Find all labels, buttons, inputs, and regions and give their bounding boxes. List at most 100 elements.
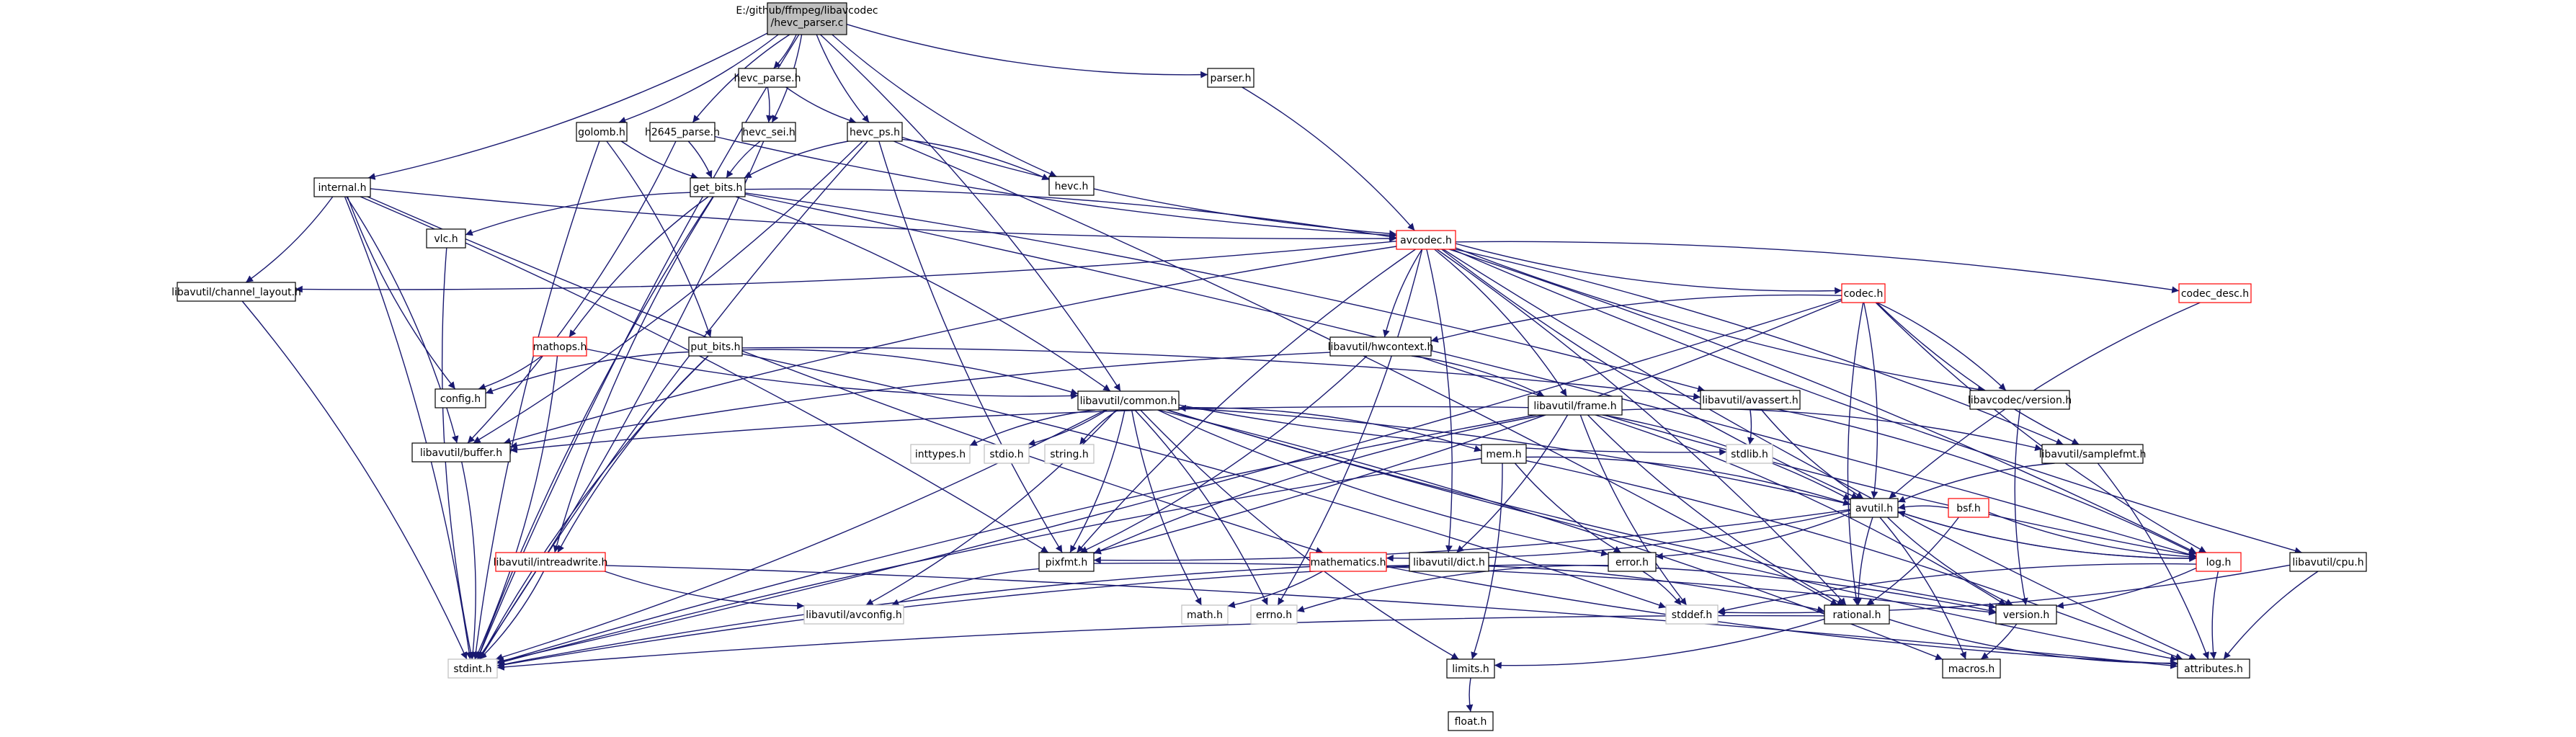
node-box-buffer[interactable]	[411, 442, 511, 463]
edge-pixfmt-to-avconfig	[891, 568, 1040, 606]
node-hevc[interactable]: hevc.h	[1048, 176, 1095, 196]
node-box-float[interactable]	[1448, 711, 1494, 731]
node-common[interactable]: libavutil/common.h	[1077, 390, 1180, 411]
edge-golomb-to-get_bits	[620, 140, 698, 179]
edge-bprint-to-rational	[1866, 517, 1959, 606]
node-codec[interactable]: codec.h	[1841, 283, 1886, 303]
node-mem[interactable]: mem.h	[1481, 444, 1527, 464]
node-box-channel-layout[interactable]	[177, 282, 296, 302]
node-box-hevc[interactable]	[1048, 176, 1095, 196]
node-mathops[interactable]: mathops.h	[532, 336, 587, 357]
node-hwcontext[interactable]: libavutil/hwcontext.h	[1328, 336, 1434, 357]
node-label-macros: macros.h	[1948, 664, 1995, 675]
node-hevc-ps[interactable]: hevc_ps.h	[847, 122, 903, 142]
node-box-intreadwrite[interactable]	[495, 552, 606, 572]
node-box-get-bits[interactable]	[690, 177, 746, 197]
node-box-avcodec[interactable]	[1396, 230, 1456, 250]
node-box-mem[interactable]	[1481, 444, 1527, 464]
edge-parser-to-avcodec	[1242, 86, 1415, 231]
node-cpu[interactable]: libavutil/cpu.h	[2289, 552, 2367, 572]
node-box-bprint[interactable]	[1948, 498, 1989, 518]
node-box-internal[interactable]	[313, 177, 371, 197]
node-box-attributes[interactable]	[2177, 658, 2250, 679]
node-avassert[interactable]: libavutil/avassert.h	[1700, 390, 1801, 410]
node-mathematics[interactable]: mathematics.h	[1309, 552, 1387, 572]
node-bprint[interactable]: bsf.h	[1948, 498, 1989, 518]
node-box-lavc-version[interactable]	[1969, 390, 2070, 410]
node-box-parser[interactable]	[1207, 68, 1254, 88]
node-box-mathematics[interactable]	[1309, 552, 1387, 572]
node-box-macros[interactable]	[1942, 658, 2001, 679]
node-h2645-parse[interactable]: h2645_parse.h	[645, 122, 720, 142]
node-error[interactable]: error.h	[1608, 552, 1657, 572]
edge-hevc_sei-to-get_bits	[726, 140, 761, 179]
node-box-dict[interactable]	[1409, 552, 1489, 572]
node-float[interactable]: float.h	[1448, 711, 1494, 731]
node-parser[interactable]: parser.h	[1207, 68, 1254, 88]
node-label-error: error.h	[1615, 557, 1649, 568]
node-golomb[interactable]: golomb.h	[576, 122, 628, 142]
node-box-codec[interactable]	[1841, 283, 1886, 303]
edge-mathops-to-config	[478, 355, 543, 390]
node-box-cpu[interactable]	[2289, 552, 2367, 572]
node-get-bits[interactable]: get_bits.h	[690, 177, 746, 197]
node-root[interactable]: E:/github/ffmpeg/libavcodec/hevc_parser.…	[736, 2, 878, 35]
edge-intreadwrite-to-stdint	[479, 571, 545, 660]
node-log[interactable]: log.h	[2196, 552, 2242, 572]
node-put-bits[interactable]: put_bits.h	[688, 336, 743, 357]
node-box-put-bits[interactable]	[688, 336, 743, 357]
node-box-frame[interactable]	[1528, 396, 1623, 416]
node-label-version: version.h	[2003, 609, 2050, 621]
node-limits[interactable]: limits.h	[1446, 658, 1495, 679]
node-vlc[interactable]: vlc.h	[426, 228, 466, 249]
node-internal[interactable]: internal.h	[313, 177, 371, 197]
node-box-h2645-parse[interactable]	[649, 122, 716, 142]
node-box-limits[interactable]	[1446, 658, 1495, 679]
node-box-error[interactable]	[1608, 552, 1657, 572]
node-samplefmt[interactable]: libavutil/samplefmt.h	[2039, 444, 2147, 464]
node-box-hevc-sei[interactable]	[741, 122, 796, 142]
node-box-avutil[interactable]	[1850, 498, 1899, 518]
node-buffer[interactable]: libavutil/buffer.h	[411, 442, 511, 463]
node-box-config[interactable]	[434, 388, 486, 408]
node-rational[interactable]: rational.h	[1824, 604, 1890, 625]
node-intreadwrite[interactable]: libavutil/intreadwrite.h	[494, 552, 608, 572]
node-hevc-sei[interactable]: hevc_sei.h	[741, 122, 796, 142]
node-label-codec-desc: codec_desc.h	[2181, 288, 2249, 300]
node-box-mathops[interactable]	[532, 336, 587, 357]
node-macros[interactable]: macros.h	[1942, 658, 2001, 679]
node-avcodec[interactable]: avcodec.h	[1396, 230, 1456, 250]
node-stdlib: stdlib.h	[1726, 444, 1773, 464]
node-box-hevc-parse[interactable]	[738, 68, 797, 88]
edge-rational-to-attributes	[1889, 619, 2178, 667]
edge-hevc_ps-to-avcodec	[901, 136, 1397, 238]
node-codec-desc[interactable]: codec_desc.h	[2178, 283, 2252, 303]
node-box-version[interactable]	[1995, 604, 2057, 625]
node-pixfmt[interactable]: pixfmt.h	[1038, 552, 1095, 572]
node-box-golomb[interactable]	[576, 122, 628, 142]
node-box-rational[interactable]	[1824, 604, 1890, 625]
edge-root-to-golomb	[618, 34, 779, 124]
node-lavc-version[interactable]: libavcodec/version.h	[1968, 390, 2072, 410]
node-box-log[interactable]	[2196, 552, 2242, 572]
node-version[interactable]: version.h	[1995, 604, 2057, 625]
node-box-avassert[interactable]	[1700, 390, 1801, 410]
node-box-hevc-ps[interactable]	[847, 122, 903, 142]
node-box-hwcontext[interactable]	[1329, 336, 1432, 357]
node-channel-layout[interactable]: libavutil/channel_layout.h	[171, 282, 301, 302]
node-box-root[interactable]	[767, 2, 847, 35]
edge-get_bits-to-stdint	[476, 196, 713, 660]
node-hevc-parse[interactable]: hevc_parse.h	[734, 68, 801, 88]
node-frame[interactable]: libavutil/frame.h	[1528, 396, 1623, 416]
node-box-common[interactable]	[1077, 390, 1180, 411]
node-box-pixfmt[interactable]	[1038, 552, 1095, 572]
node-config[interactable]: config.h	[434, 388, 486, 408]
node-box-samplefmt[interactable]	[2041, 444, 2144, 464]
node-avutil[interactable]: avutil.h	[1850, 498, 1899, 518]
edge-hevc_ps-to-pixfmt	[878, 140, 1063, 553]
node-dict[interactable]: libavutil/dict.h	[1409, 552, 1489, 572]
node-box-vlc[interactable]	[426, 228, 466, 249]
node-box-codec-desc[interactable]	[2178, 283, 2252, 303]
node-label-mathematics: mathematics.h	[1310, 557, 1386, 568]
node-attributes[interactable]: attributes.h	[2177, 658, 2250, 679]
